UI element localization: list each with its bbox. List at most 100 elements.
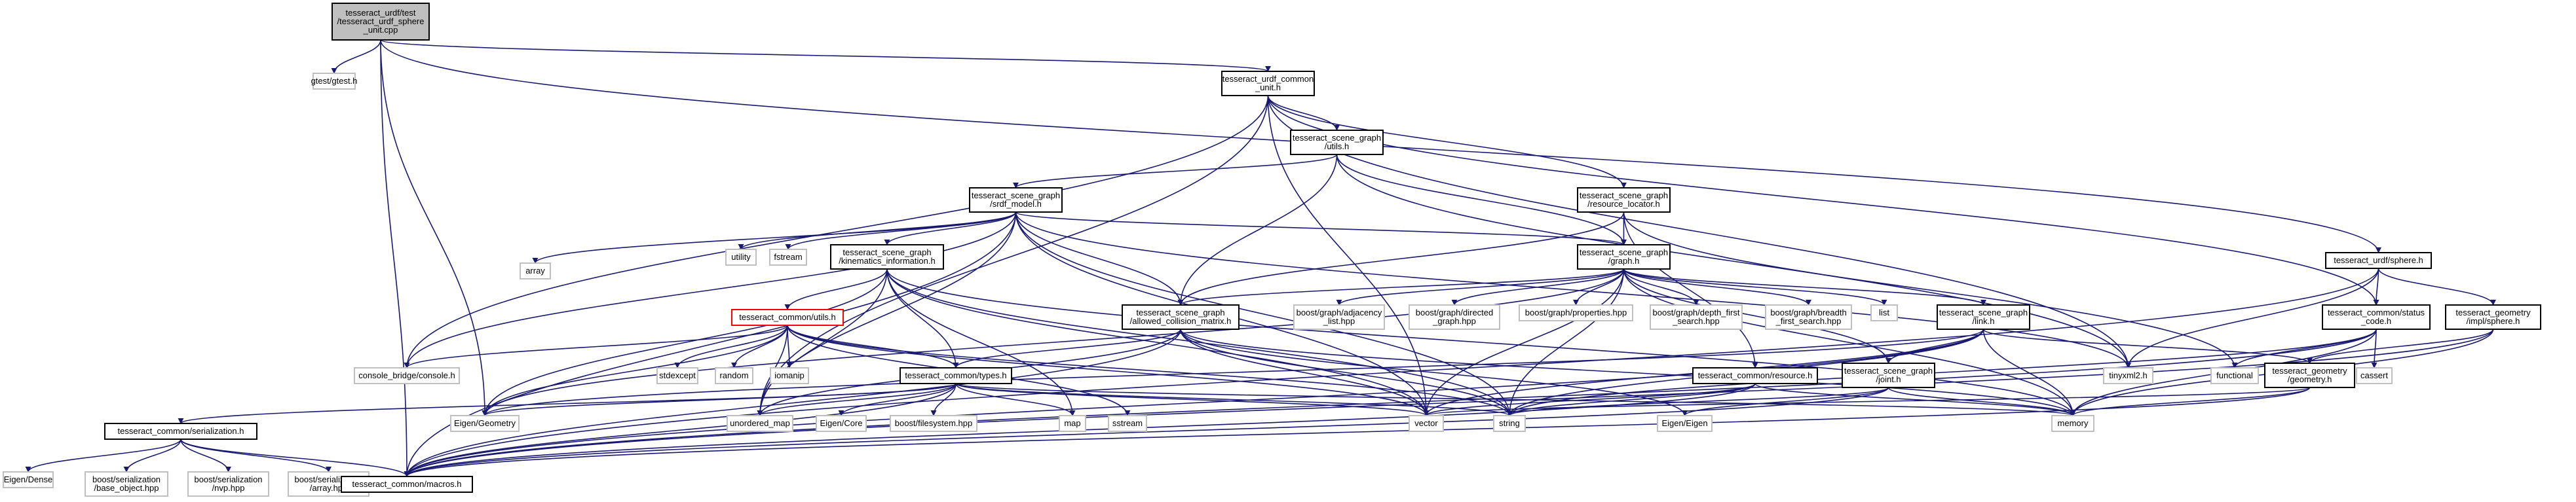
node-common_unit[interactable]: tesseract_urdf_common_unit.h (1221, 71, 1315, 96)
edge-common_status-to-functional (2231, 329, 2377, 368)
edge-sg_srdf-to-tinyxml2 (1015, 211, 2131, 368)
node-box-sg_joint (1842, 363, 1935, 388)
node-sg_utils[interactable]: tesseract_scene_graph/utils.h (1290, 130, 1384, 155)
node-label-line: tesseract_scene_graph (1939, 308, 2028, 317)
edge-root-to-eigen_geometry (380, 39, 488, 416)
node-label-line: /allowed_collision_matrix.h (1130, 316, 1232, 326)
node-tinyxml2: tinyxml2.h (2103, 367, 2153, 384)
node-label-line: iomanip (774, 370, 805, 380)
node-box-common_status (2322, 304, 2431, 330)
node-label-line: tesseract_common/macros.h (352, 479, 462, 489)
node-label-line: boost/graph/depth_first (1653, 308, 1740, 317)
node-common_status[interactable]: tesseract_common/status_code.h (2322, 304, 2431, 330)
node-label-line: /tesseract_urdf_sphere (337, 16, 425, 26)
node-box-cassert (2356, 367, 2393, 384)
node-box-functional (2210, 367, 2259, 384)
node-box-eigen_eigen (1657, 415, 1713, 432)
node-map: map (1059, 415, 1086, 432)
node-label-line: fstream (774, 252, 802, 262)
node-label-line: functional (2216, 370, 2253, 380)
edge-common_utils-to-stdexcept (674, 325, 788, 368)
node-sg_graph[interactable]: tesseract_scene_graph/graph.h (1577, 244, 1671, 270)
node-box-sg_srdf (969, 187, 1063, 213)
node-common_macros[interactable]: tesseract_common/macros.h (341, 476, 473, 493)
node-sg_resource_locator[interactable]: tesseract_scene_graph/resource_locator.h (1577, 187, 1671, 213)
node-label-line: tesseract_urdf/test (346, 8, 416, 18)
edge-sg_srdf-to-string (1015, 211, 1513, 416)
node-label-line: boost/graph/adjacency (1297, 308, 1382, 317)
node-label-line: /srdf_model.h (990, 199, 1042, 209)
node-urdf_sphere[interactable]: tesseract_urdf/sphere.h (2325, 252, 2432, 269)
node-geom_geometry[interactable]: tesseract_geometry/geometry.h (2264, 363, 2355, 388)
edge-common_unit-to-unordered_map (757, 95, 1269, 416)
node-label-line: tesseract_common/serialization.h (118, 426, 244, 436)
node-boost_directed: boost/graph/directed_graph.hpp (1409, 304, 1500, 330)
node-memory: memory (2051, 415, 2094, 432)
node-sg_acm[interactable]: tesseract_scene_graph/allowed_collision_… (1122, 304, 1240, 330)
node-label-line: tesseract_geometry (2272, 366, 2347, 376)
node-label-line: vector (1414, 418, 1438, 428)
node-label-line: tesseract_common/utils.h (739, 312, 835, 322)
node-box-boost_ser_base (85, 471, 168, 497)
node-iomanip: iomanip (770, 367, 809, 384)
node-label-line: /link.h (1973, 316, 1995, 326)
edge-common_utils-to-iomanip (786, 325, 793, 368)
node-label-line: Eigen/Core (820, 418, 862, 428)
node-label-line: boost/filesystem.hpp (895, 418, 973, 428)
node-label-line: tesseract_scene_graph (1293, 133, 1381, 143)
node-sg_kin[interactable]: tesseract_scene_graph/kinematics_informa… (830, 244, 944, 270)
edge-sg_kin-to-eigen_geometry (482, 268, 888, 416)
edge-sg_srdf-to-sg_acm (1015, 211, 1184, 306)
edge-sg_resource_locator-to-common_resource (1623, 211, 1758, 368)
node-common_types[interactable]: tesseract_common/types.h (900, 367, 1012, 384)
edge-common_types-to-boost_fs (930, 383, 957, 416)
edge-geom_geometry-to-memory (2070, 387, 2311, 416)
node-label-line: _search.hpp (1672, 316, 1720, 326)
node-box-vector (1409, 415, 1444, 432)
node-geom_impl_sphere[interactable]: tesseract_geometry/impl/sphere.h (2445, 304, 2541, 330)
edge-sg_srdf-to-fstream (785, 211, 1017, 250)
node-common_resource[interactable]: tesseract_common/resource.h (1692, 367, 1818, 384)
node-sstream: sstream (1108, 415, 1147, 432)
node-label-line: boost/serialization (92, 475, 161, 484)
node-box-sg_link (1937, 304, 2030, 330)
edge-common_types-to-map (955, 383, 1076, 416)
node-sg_link[interactable]: tesseract_scene_graph/link.h (1937, 304, 2030, 330)
node-box-gtest (313, 73, 356, 90)
edge-common_unit-to-common_status (1267, 95, 2379, 306)
edge-sg_link-to-common_macros (404, 329, 1984, 477)
node-box-urdf_sphere (2325, 252, 2432, 269)
node-box-string (1493, 415, 1526, 432)
edge-sg_graph-to-sg_acm (1177, 268, 1625, 306)
edge-sg_srdf-to-common_macros (404, 211, 1017, 477)
edge-sg_graph-to-boost_adj (1336, 268, 1625, 306)
edge-geom_impl_sphere-to-common_macros (404, 329, 2494, 477)
node-root[interactable]: tesseract_urdf/test/tesseract_urdf_spher… (331, 3, 430, 41)
edge-common_types-to-eigen_geometry (482, 383, 957, 416)
node-eigen_eigen: Eigen/Eigen (1657, 415, 1713, 432)
node-box-map (1059, 415, 1086, 432)
node-label-line: tesseract_scene_graph (843, 247, 931, 257)
edge-sg_graph-to-sg_link (1623, 268, 1986, 306)
node-box-common_macros (341, 476, 473, 493)
edge-common_unit-to-sg_utils (1267, 95, 1340, 131)
edge-geom_impl_sphere-to-geom_geometry (2307, 329, 2494, 364)
node-label-line: tinyxml2.h (2109, 370, 2148, 380)
edge-sg_srdf-to-array (532, 211, 1017, 264)
node-sg_srdf[interactable]: tesseract_scene_graph/srdf_model.h (969, 187, 1063, 213)
node-common_serialization[interactable]: tesseract_common/serialization.h (104, 423, 257, 440)
edge-sg_joint-to-memory (1887, 387, 2076, 416)
node-label-line: utility (731, 252, 751, 262)
node-sg_joint[interactable]: tesseract_scene_graph/joint.h (1842, 363, 1935, 388)
node-stdexcept: stdexcept (656, 367, 698, 384)
edge-sg_acm-to-common_types (953, 329, 1181, 368)
node-label-line: /utils.h (1325, 141, 1350, 151)
edge-sg_graph-to-vector (1423, 268, 1625, 416)
node-box-boost_dfs (1650, 304, 1743, 330)
edge-common_unit-to-sg_resource_locator (1267, 95, 1627, 188)
node-label-line: random (719, 370, 748, 380)
node-boost_dfs: boost/graph/depth_first_search.hpp (1650, 304, 1743, 330)
node-common_utils[interactable]: tesseract_common/utils.h (731, 309, 844, 326)
edge-common_serialization-to-boost_ser_array (180, 439, 331, 473)
edge-sg_kin-to-string (886, 268, 1513, 416)
